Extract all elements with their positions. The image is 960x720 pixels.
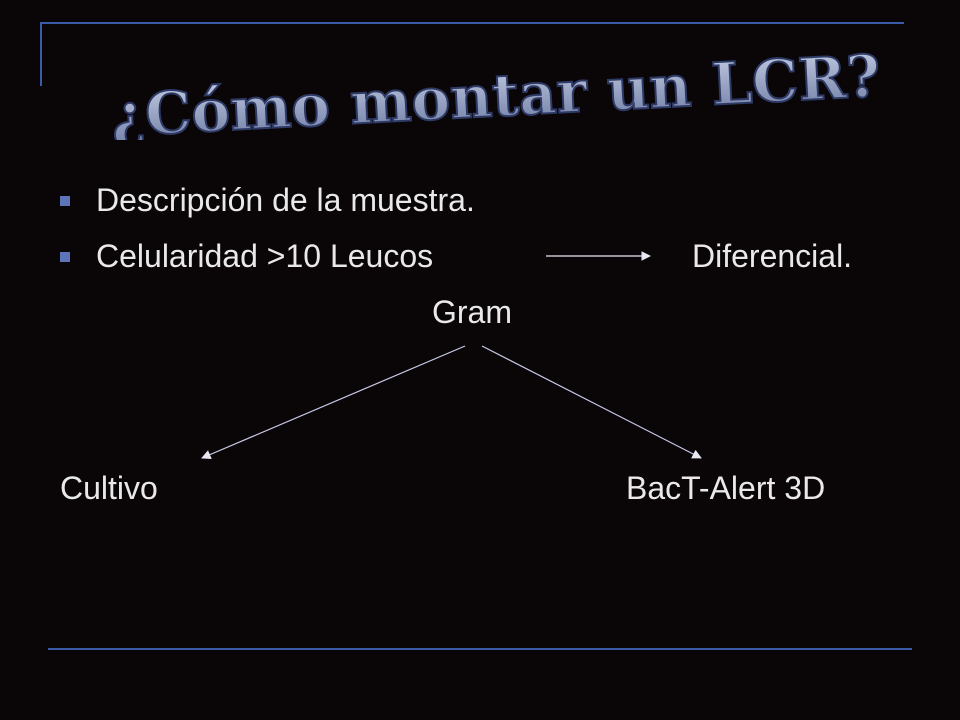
diferencial-label: Diferencial. xyxy=(692,238,853,274)
bullet-text: Descripción de la muestra. xyxy=(96,182,475,218)
gram-label: Gram xyxy=(432,294,512,330)
arrow-gram-to-cultivo xyxy=(201,345,466,460)
cultivo-label: Cultivo xyxy=(60,470,158,506)
bullet-text: Celularidad >10 Leucos xyxy=(96,238,434,274)
slide-title-text: ¿Cómo montar un LCR? xyxy=(109,42,882,140)
arrow-gram-to-bact xyxy=(481,345,702,459)
left-rule xyxy=(40,22,42,86)
bullet-square-icon xyxy=(60,251,70,262)
top-rule xyxy=(40,22,904,24)
bullet-item-celularidad: Celularidad >10 Leucos xyxy=(60,238,433,275)
bullet-item-description: Descripción de la muestra. xyxy=(60,182,475,219)
slide-title: ¿Cómo montar un LCR? xyxy=(108,41,883,140)
bullet-square-icon xyxy=(60,195,70,206)
bact-alert-label: BacT-Alert 3D xyxy=(626,470,826,506)
bottom-rule xyxy=(48,648,912,650)
